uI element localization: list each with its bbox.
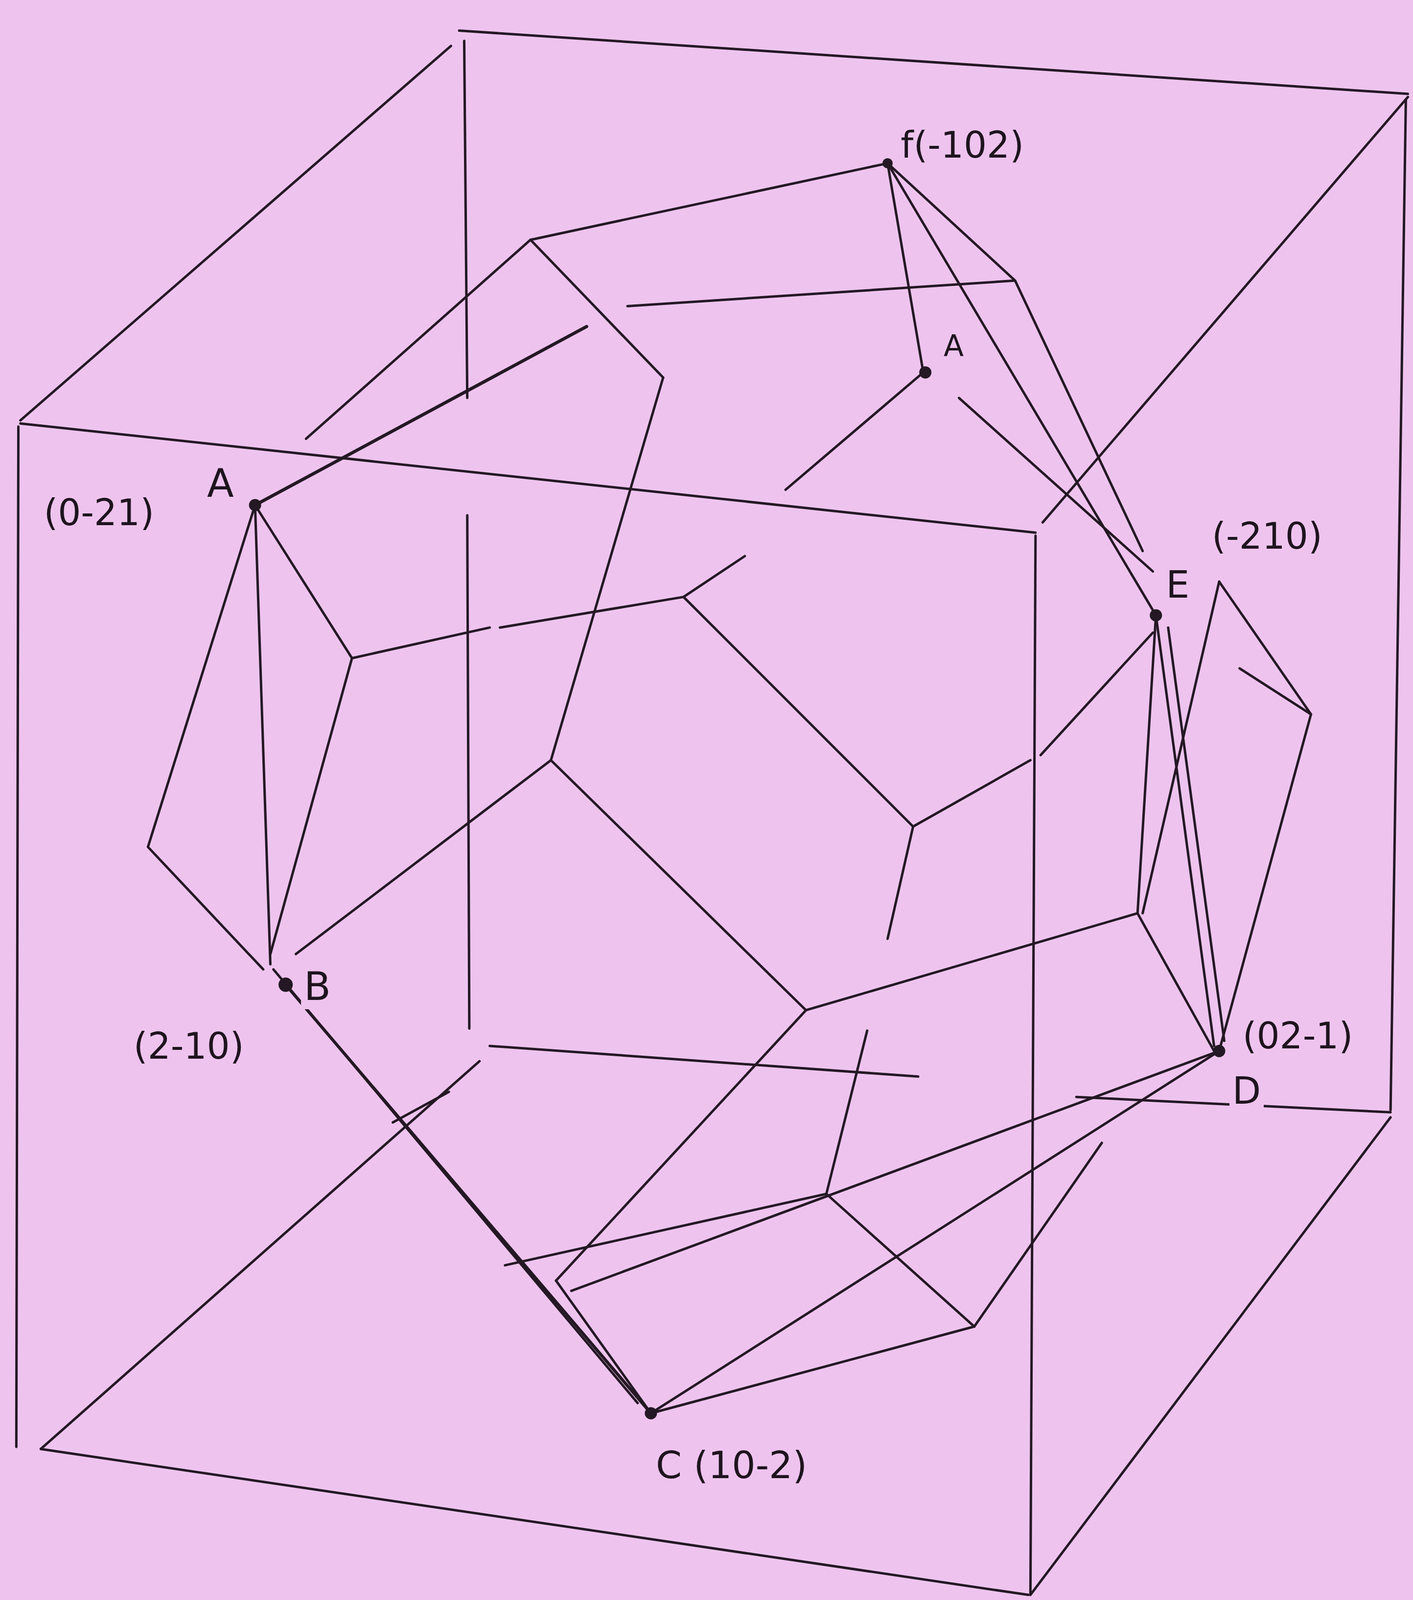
point-label: C (10-2) <box>652 1443 811 1487</box>
polyhedron-edge <box>1137 913 1214 1051</box>
polyhedron-edge <box>270 658 352 955</box>
cube-edge <box>20 423 1036 533</box>
cube-edge <box>16 426 19 1447</box>
polyhedron-edge <box>1040 632 1153 756</box>
point-label: A <box>204 461 237 507</box>
vertex-dots <box>249 158 1226 1420</box>
polyhedron-edge <box>147 505 264 970</box>
polyhedron-edges <box>147 163 1311 1414</box>
polyhedron-edge <box>887 826 913 939</box>
cube-edge <box>459 30 1409 94</box>
point-label: (-210) <box>1208 515 1326 557</box>
polyhedron-edge <box>551 377 664 761</box>
point-label: D <box>1229 1069 1265 1113</box>
polyhedron-edge <box>1168 627 1225 1041</box>
vertex-dot <box>249 498 262 511</box>
cube-edge <box>1030 535 1036 1596</box>
polyhedron-edge <box>683 555 1031 827</box>
polyhedron-edge <box>254 326 587 506</box>
polyhedron-edge <box>1142 581 1220 914</box>
polyhedron-edge <box>785 163 924 490</box>
vertex-dot <box>1212 1044 1226 1058</box>
polyhedron-edge <box>650 1050 1220 1413</box>
point-label: (02-1) <box>1239 1015 1357 1057</box>
vertex-dot <box>644 1407 657 1420</box>
vertex-dot <box>882 158 893 169</box>
polyhedron-edge <box>1015 280 1143 551</box>
polyhedron-edge <box>530 163 888 378</box>
polyhedron-edge <box>555 1280 651 1413</box>
vertex-dot <box>1149 609 1162 622</box>
polyhedron-edge <box>1219 581 1312 1051</box>
point-label: (0-21) <box>40 491 158 534</box>
polyhedron-edge <box>273 969 638 1404</box>
point-label: B <box>301 964 334 1010</box>
point-label: f(-102) <box>897 124 1027 166</box>
polyhedron-edge <box>254 505 490 659</box>
polyhedron-edge <box>887 163 1156 616</box>
vertex-dot <box>919 366 932 379</box>
cube-edge <box>40 1448 1029 1595</box>
polyhedron-edge <box>627 163 1016 307</box>
polyhedron-edge <box>650 1142 1102 1413</box>
point-label: A <box>940 328 967 363</box>
point-label: E <box>1162 563 1193 607</box>
polyhedron-edge <box>295 615 1156 1011</box>
cube-edge <box>1030 1117 1391 1596</box>
polyhedron-edge <box>958 397 1153 572</box>
cube-edge <box>489 1045 919 1077</box>
polyhedron-edge <box>826 1030 974 1327</box>
polyhedron-edge <box>1156 615 1215 1046</box>
polyhedron-edge <box>1239 668 1312 715</box>
vertex-dot <box>278 977 293 992</box>
point-label: (2-10) <box>130 1025 248 1067</box>
polyhedron-edge <box>305 239 531 440</box>
cube-edge <box>1390 99 1406 1111</box>
cube-edge <box>40 1061 480 1449</box>
cube-frame <box>16 30 1408 1596</box>
polyhedron-edge <box>499 597 684 628</box>
cube-edge <box>20 46 452 421</box>
polyhedron-edge <box>254 505 271 965</box>
polyhedron-edge <box>393 1091 450 1123</box>
polyhedron-edge <box>571 1050 1220 1291</box>
polyhedron-edge <box>555 1010 807 1281</box>
cube-edge <box>463 40 469 1029</box>
cube-edge <box>1042 96 1408 523</box>
